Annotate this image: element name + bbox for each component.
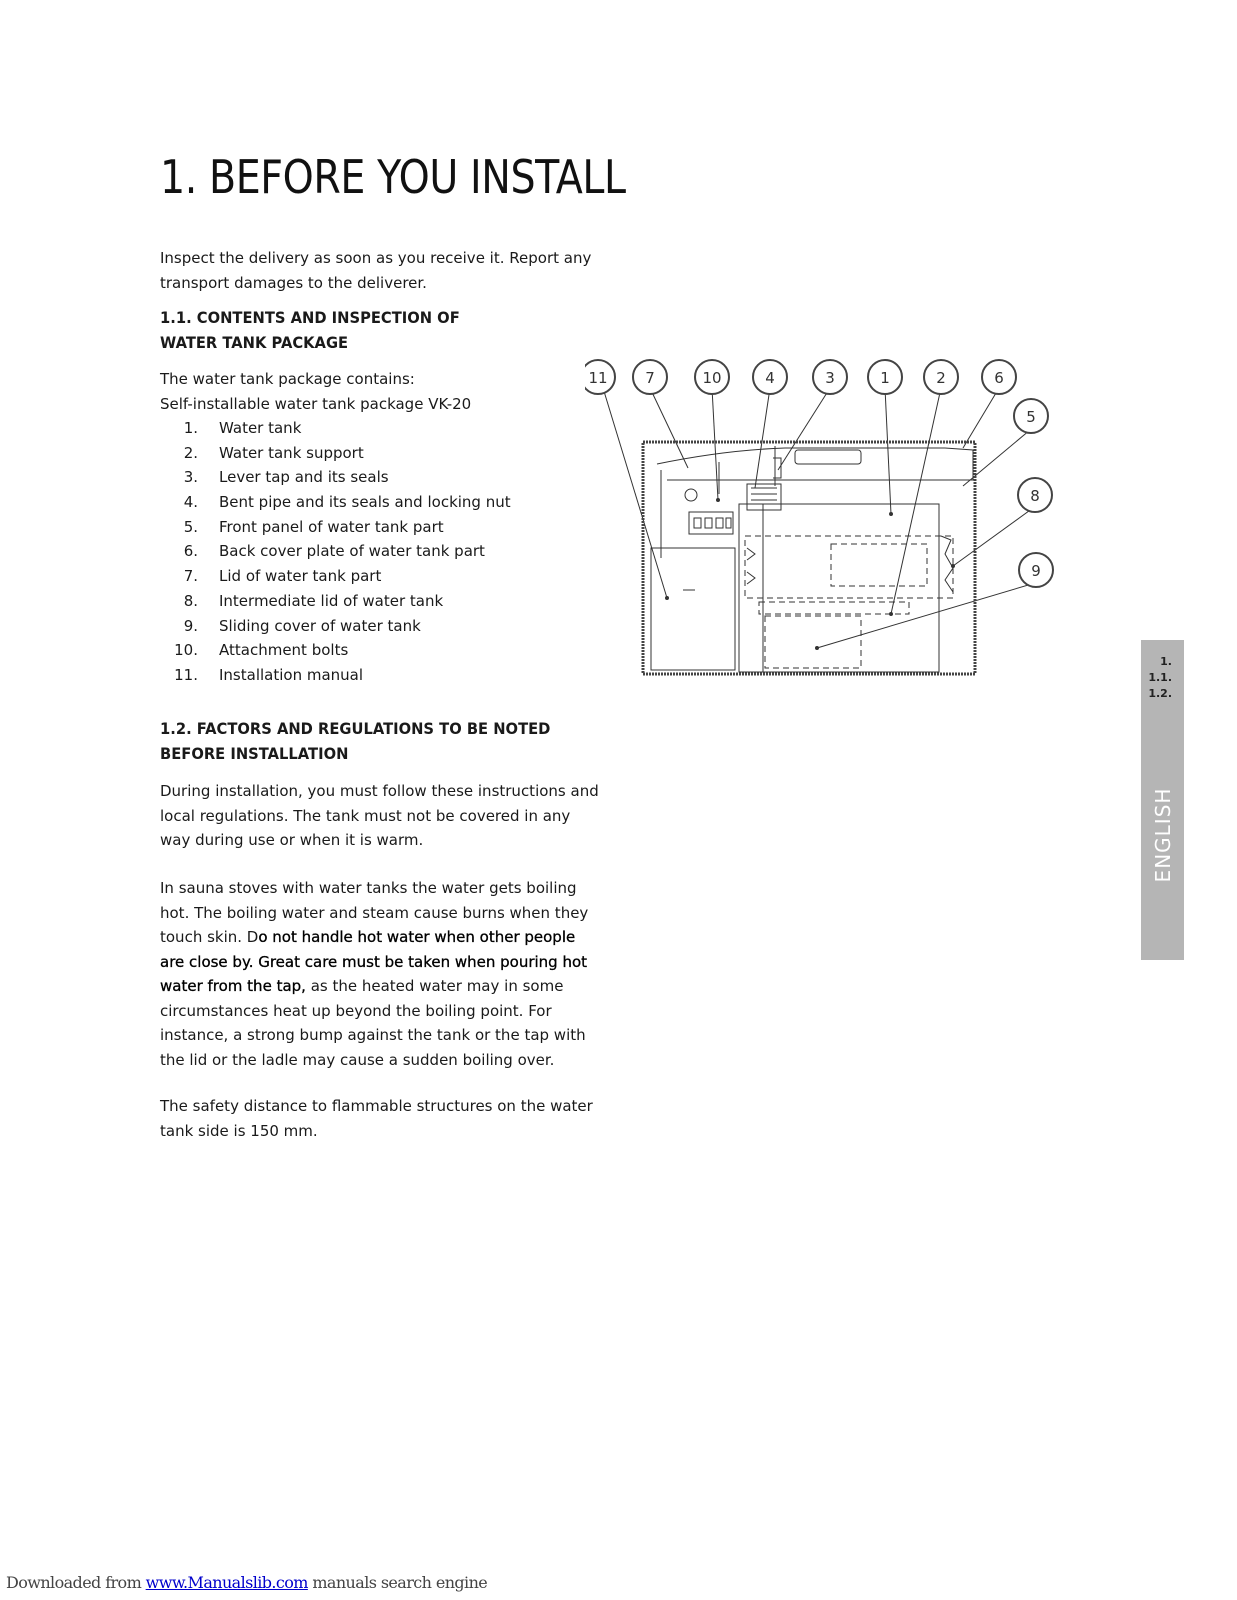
safety-distance-paragraph: The safety distance to flammable structu… [160, 1097, 593, 1140]
item-label: Intermediate lid of water tank [219, 591, 444, 610]
item-number: 4. [183, 493, 198, 512]
safety-text-end: as the heated water may in some circumst… [160, 977, 586, 1069]
item-number: 10. [174, 641, 198, 660]
list-item: 6. Back cover plate of water tank part [160, 539, 485, 564]
callout-11: 11 [585, 359, 616, 395]
intro-paragraph: Inspect the delivery as soon as you rece… [160, 249, 592, 292]
callout-3: 3 [812, 359, 848, 395]
list-item: 2. Water tank support [160, 441, 364, 466]
contents-list: 1. Water tank 2. Water tank support 3. Leve… [160, 416, 511, 688]
section-side-tab: 1. 1.1. 1.2. ENGLISH [1141, 640, 1184, 960]
item-number: 5. [183, 517, 198, 536]
contains-package: Self-installable water tank package VK-2… [160, 394, 472, 413]
contains-intro: The water tank package contains: [160, 370, 415, 388]
tab-number: 1. [1160, 655, 1172, 668]
section-heading-1-2: 1.2. FACTORS AND REGULATIONS TO BE NOTED… [160, 716, 583, 766]
safety-warning-bold: o not handle hot water when other people… [160, 928, 588, 995]
item-number: 11. [174, 665, 198, 684]
safety-paragraph: In sauna stoves with water tanks the wat… [160, 876, 600, 1072]
callout-label: 9 [1031, 562, 1041, 580]
item-label: Sliding cover of water tank [219, 616, 421, 635]
callout-2: 2 [923, 359, 959, 395]
callout-7: 7 [632, 359, 668, 395]
item-label: Bent pipe and its seals and locking nut [219, 493, 511, 512]
list-item: 8. Intermediate lid of water tank [160, 589, 443, 614]
manualslib-link[interactable]: www.Manualslib.com [145, 1573, 309, 1592]
callout-label: 4 [765, 369, 775, 387]
installation-paragraph: During installation, you must follow the… [160, 782, 599, 849]
callout-4: 4 [752, 359, 788, 395]
callout-label: 5 [1026, 408, 1036, 426]
item-number: 9. [183, 616, 198, 635]
callout-9: 9 [1018, 552, 1054, 588]
item-number: 3. [183, 468, 198, 487]
list-item: 9. Sliding cover of water tank [160, 614, 421, 639]
heading-line: WATER TANK PACKAGE [160, 333, 349, 352]
item-label: Back cover plate of water tank part [219, 542, 485, 561]
safety-text-start: In sauna stoves with water tanks the wat… [160, 879, 589, 946]
water-tank-diagram: 11 7 10 4 3 1 2 6 5 8 9 [585, 359, 1054, 676]
callout-1: 1 [867, 359, 903, 395]
callout-6: 6 [981, 359, 1017, 395]
item-number: 6. [183, 542, 198, 561]
item-number: 2. [183, 443, 198, 462]
section-heading-1-1: 1.1. CONTENTS AND INSPECTION OF WATER TA… [160, 305, 583, 355]
callout-label: 11 [588, 369, 607, 387]
item-label: Water tank support [219, 443, 364, 462]
footer-suffix: manuals search engine [307, 1573, 488, 1592]
list-item: 4. Bent pipe and its seals and locking nu… [160, 490, 511, 515]
item-label: Lever tap and its seals [219, 468, 389, 487]
list-item: 1. Water tank [160, 416, 302, 441]
list-item: 11. Installation manual [160, 663, 363, 688]
item-label: Water tank [219, 419, 302, 437]
heading-line: BEFORE INSTALLATION [160, 744, 349, 763]
item-label: Front panel of water tank part [219, 517, 444, 536]
download-footer: Downloaded from www.Manualslib.com manua… [6, 1573, 488, 1592]
heading-line: 1.1. CONTENTS AND INSPECTION OF [160, 308, 460, 327]
callout-label: 2 [936, 369, 946, 387]
tab-language-label: ENGLISH [1150, 785, 1176, 885]
callout-8: 8 [1017, 477, 1053, 513]
page-title: 1. BEFORE YOU INSTALL [160, 150, 626, 204]
item-number: 7. [183, 567, 198, 586]
callout-label: 6 [994, 369, 1004, 387]
callout-label: 7 [645, 369, 655, 387]
footer-prefix: Downloaded from [6, 1573, 146, 1592]
list-item: 7. Lid of water tank part [160, 564, 382, 589]
callout-10: 10 [694, 359, 730, 395]
callout-label: 8 [1030, 487, 1040, 505]
callout-5: 5 [1013, 398, 1049, 434]
callout-label: 3 [825, 369, 835, 387]
package-contains: The water tank package contains: Self-in… [160, 367, 471, 416]
item-number: 8. [183, 591, 198, 610]
tab-number: 1.1. [1148, 671, 1172, 684]
callout-label: 10 [702, 369, 721, 387]
tab-section-numbers: 1. 1.1. 1.2. [1148, 654, 1172, 702]
callout-label: 1 [880, 369, 890, 387]
list-item: 5. Front panel of water tank part [160, 515, 444, 540]
heading-line: 1.2. FACTORS AND REGULATIONS TO BE NOTED [160, 719, 551, 738]
language-text: ENGLISH [1151, 787, 1175, 883]
tab-number: 1.2. [1148, 687, 1172, 700]
item-number: 1. [183, 419, 198, 437]
list-item: 3. Lever tap and its seals [160, 465, 389, 490]
item-label: Attachment bolts [219, 641, 349, 660]
item-label: Lid of water tank part [219, 567, 382, 586]
item-label: Installation manual [219, 665, 364, 684]
list-item: 10. Attachment bolts [160, 638, 348, 663]
